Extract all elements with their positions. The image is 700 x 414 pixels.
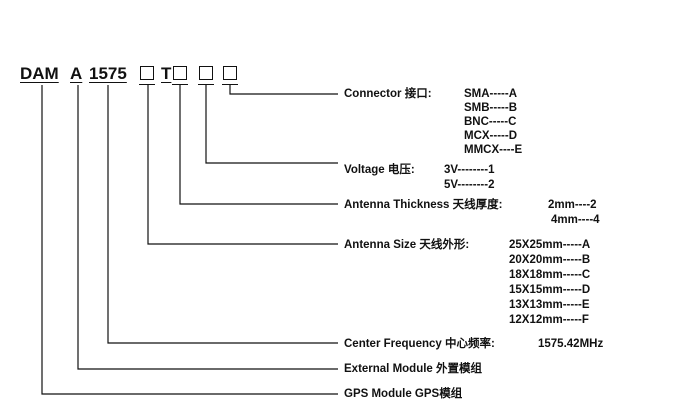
leader-frequency bbox=[107, 85, 338, 344]
code-box-connector bbox=[223, 66, 237, 80]
external-label: External Module 外置模组 bbox=[344, 363, 483, 375]
code-a: A bbox=[70, 64, 83, 83]
code-box-thickness-underline bbox=[172, 84, 188, 85]
code-t: T bbox=[161, 64, 172, 83]
connector-option-mmcx: MMCX----E bbox=[464, 144, 523, 156]
connector-option-smb: SMB-----B bbox=[464, 102, 518, 114]
thickness-label: Antenna Thickness 天线厚度: bbox=[344, 199, 503, 211]
connector-option-bnc: BNC-----C bbox=[464, 116, 517, 128]
code-box-voltage-underline bbox=[198, 84, 214, 85]
size-option-13: 13X13mm-----E bbox=[509, 299, 590, 311]
size-option-25: 25X25mm-----A bbox=[509, 239, 591, 251]
code-box-size bbox=[140, 66, 154, 80]
thickness-option-2mm: 2mm----2 bbox=[548, 199, 597, 211]
connector-option-mcx: MCX-----D bbox=[464, 130, 518, 142]
code-box-thickness bbox=[173, 66, 187, 80]
code-box-connector-underline bbox=[222, 84, 238, 85]
code-box-voltage bbox=[199, 66, 213, 80]
gps-label: GPS Module GPS模组 bbox=[344, 388, 463, 400]
connector-option-sma: SMA-----A bbox=[464, 88, 518, 100]
leader-size bbox=[147, 85, 338, 245]
code-dam: DAM bbox=[20, 64, 59, 83]
code-box-size-underline bbox=[139, 84, 155, 85]
code-1575: 1575 bbox=[89, 64, 127, 83]
leader-connector bbox=[229, 85, 338, 95]
frequency-value: 1575.42MHz bbox=[538, 338, 604, 350]
thickness-option-4mm: 4mm----4 bbox=[551, 214, 600, 226]
size-option-15: 15X15mm-----D bbox=[509, 284, 591, 296]
size-label: Antenna Size 天线外形: bbox=[344, 239, 470, 251]
voltage-option-5v: 5V--------2 bbox=[444, 179, 495, 191]
leader-voltage bbox=[205, 85, 338, 164]
leader-external bbox=[77, 85, 338, 370]
size-option-12: 12X12mm-----F bbox=[509, 314, 589, 326]
voltage-label: Voltage 电压: bbox=[344, 164, 415, 176]
size-option-18: 18X18mm-----C bbox=[509, 269, 591, 281]
frequency-label: Center Frequency 中心频率: bbox=[344, 338, 495, 350]
connector-label: Connector 接口: bbox=[344, 88, 432, 100]
leader-thickness bbox=[179, 85, 338, 205]
voltage-option-3v: 3V--------1 bbox=[444, 164, 495, 176]
size-option-20: 20X20mm-----B bbox=[509, 254, 591, 266]
leader-gps bbox=[41, 85, 338, 395]
